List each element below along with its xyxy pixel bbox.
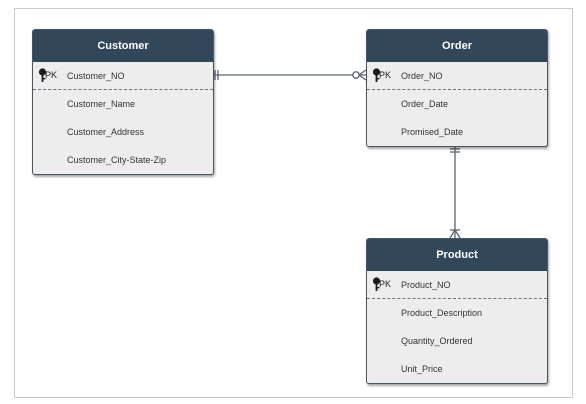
key-icon: [372, 67, 381, 82]
primary-key-row[interactable]: PK Customer_NO: [33, 62, 213, 90]
attribute-name: Unit_Price: [401, 364, 443, 374]
entity-product[interactable]: Product PK Product_NO Product_Descriptio…: [366, 238, 548, 384]
primary-key-row[interactable]: PK Order_NO: [367, 62, 547, 90]
crowfoot-mark: [454, 229, 461, 239]
crowfoot-mark: [358, 69, 367, 76]
attribute-row[interactable]: Promised_Date: [367, 118, 547, 146]
entity-title: Customer: [33, 30, 213, 62]
entity-title: Product: [367, 239, 547, 271]
attribute-name: Promised_Date: [401, 127, 464, 137]
key-icon: [38, 67, 47, 82]
attribute-name: Quantity_Ordered: [401, 336, 473, 346]
attribute-name: Customer_Address: [67, 127, 145, 137]
relationship-order-product[interactable]: [449, 146, 461, 239]
relationship-customer-order[interactable]: [212, 69, 367, 81]
attribute-row[interactable]: Unit_Price: [367, 355, 547, 383]
attribute-row[interactable]: Order_Date: [367, 90, 547, 118]
attribute-name: Order_Date: [401, 99, 449, 109]
zero-optional-mark: [352, 71, 360, 79]
attribute-name: Customer_Name: [67, 99, 136, 109]
entity-title: Order: [367, 30, 547, 62]
attribute-row[interactable]: Customer_Address: [33, 118, 213, 146]
pk-label: PK: [379, 278, 392, 289]
pk-attribute: Customer_NO: [67, 70, 125, 81]
pk-label: PK: [379, 69, 392, 80]
attribute-row[interactable]: Customer_Name: [33, 90, 213, 118]
attribute-row[interactable]: Customer_City-State-Zip: [33, 146, 213, 174]
crowfoot-mark: [358, 74, 367, 81]
pk-label: PK: [45, 69, 58, 80]
attribute-name: Product_Description: [401, 308, 483, 318]
attribute-row[interactable]: Quantity_Ordered: [367, 327, 547, 355]
crowfoot-mark: [449, 229, 456, 239]
pk-attribute: Order_NO: [401, 70, 443, 81]
attribute-row[interactable]: Product_Description: [367, 299, 547, 327]
key-icon: [372, 276, 381, 291]
entity-customer[interactable]: Customer PK Customer_NO Customer_Name Cu…: [32, 29, 214, 175]
primary-key-row[interactable]: PK Product_NO: [367, 271, 547, 299]
entity-order[interactable]: Order PK Order_NO Order_Date Promised_Da…: [366, 29, 548, 147]
attribute-name: Customer_City-State-Zip: [67, 155, 167, 165]
pk-attribute: Product_NO: [401, 279, 451, 290]
